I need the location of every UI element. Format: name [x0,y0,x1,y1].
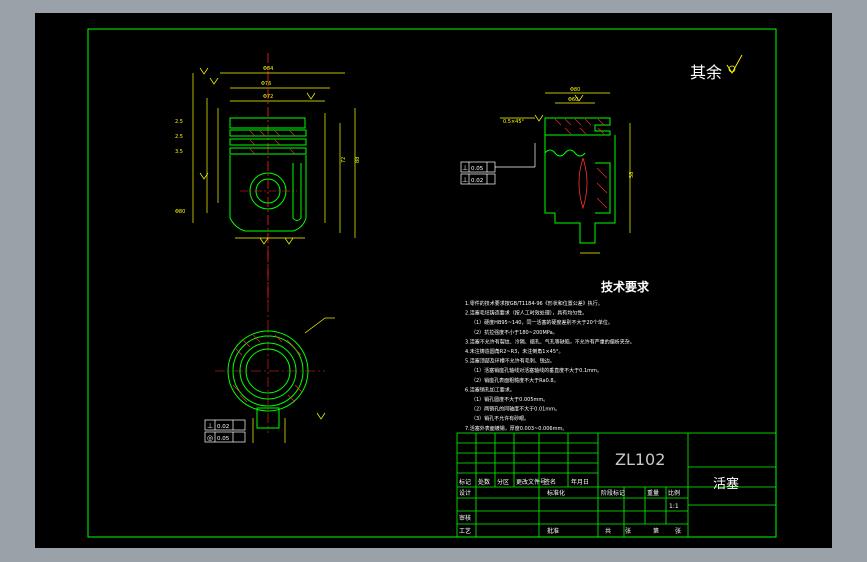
tech-requirement-line: （1）硬度HB95~140，同一活塞的硬度差别不大于20个单位。 [471,319,613,326]
svg-text:58: 58 [629,172,635,178]
svg-text:88: 88 [355,157,361,163]
tech-requirement-line: （2）两销孔的同轴度不大于0.01mm。 [471,406,560,413]
tb-label-sheets-2: 张 [675,527,681,535]
roughness-note: 其余 [690,54,743,82]
tech-requirement-line: 2.活塞毛坯铸造要求（按人工时效处理），具有均匀性。 [465,310,587,317]
frame-symbol-2: ◎ [207,434,213,442]
svg-text:Φ80: Φ80 [175,209,185,215]
tb-label-sheet-no: 第 [653,527,659,535]
feature-frames-left: ⊥ 0.02 ◎ 0.05 [204,419,246,443]
right-frame-value-2: 0.02 [471,178,483,184]
tb-scale-value: 1:1 [669,503,679,510]
tb-label-review: 审核 [459,514,471,522]
tech-requirement-line: （1）活塞销座孔轴线对活塞轴线的垂直度不大于0.1mm。 [471,367,602,374]
tb-label-stage: 阶段标记 [601,489,625,497]
section-view [215,317,335,443]
svg-text:72: 72 [341,157,347,163]
right-frame-value-1: 0.05 [471,166,484,172]
frame-symbol-1: ⊥ [207,422,213,430]
svg-text:Φ76: Φ76 [261,81,271,87]
roughness-note-text: 其余 [690,63,722,82]
frame-value-1: 0.02 [217,424,229,430]
tech-requirement-line: （3）销孔不允许有砂眼。 [471,415,529,422]
tech-requirement-line: 5.活塞顶部及环槽不允许有毛刺、锐边。 [465,358,555,365]
tech-requirement-line: 1.零件的技术要求按GB/T1184-96《形状和位置公差》执行。 [465,300,603,307]
main-view: Φ84 Φ76 Φ72 2.5 2.5 3.5 Φ80 72 88 [175,53,361,303]
svg-text:Φ84: Φ84 [263,66,273,72]
tb-label-total: 共 [605,527,611,535]
tb-label-approve: 批准 [547,527,559,535]
tb-label-count: 处数 [478,478,490,486]
tb-label-sheets-1: 张 [625,527,631,535]
detail-view: Φ80 Φ60 58 0.5×45° ⊥ 0.05 [460,87,635,254]
frame-value-2: 0.05 [217,436,230,442]
svg-text:2.5: 2.5 [175,119,183,125]
tb-label-standard: 标准化 [547,489,565,497]
tech-requirement-line: 4.未注铸造圆角R2~R3，未注倒角1×45°。 [465,348,564,355]
svg-text:0.5×45°: 0.5×45° [503,119,525,125]
drawing-svg: Φ84 Φ76 Φ72 2.5 2.5 3.5 Φ80 72 88 [87,28,777,538]
tb-label-date: 年月日 [571,478,589,486]
tech-requirement-line: （2）抗拉强度不小于180~200MPa。 [471,329,558,336]
tech-requirement-line: 7.活塞外表面镀锡，厚度0.003~0.006mm。 [465,425,567,432]
svg-text:Φ80: Φ80 [570,87,580,93]
tb-label-sign: 签名 [544,478,556,486]
tech-requirements: 技术要求 1.零件的技术要求按GB/T1184-96《形状和位置公差》执行。 2.… [465,279,650,432]
title-block: ZL102 活塞 标记 处数 分区 更改文件号 签名 年月日 设计 审核 工艺 … [456,432,777,538]
part-name: 活塞 [713,476,739,492]
tb-label-change: 更改文件号 [516,478,546,486]
sheet-border [87,28,777,538]
svg-text:Φ72: Φ72 [263,94,273,100]
right-frame-symbol-2: ⊥ [462,176,468,184]
tech-requirement-line: 3.活塞不允许有裂纹、冷隔、缩孔、气孔等缺陷，不允许有严重的偏析夹杂。 [465,338,635,345]
tb-label-design: 设计 [459,489,471,497]
tb-label-scale: 比例 [668,489,680,497]
right-frame-symbol-1: ⊥ [462,164,468,172]
tb-label-zone: 分区 [497,478,509,486]
drawing-number: ZL102 [615,450,665,469]
drawing-canvas[interactable]: Φ84 Φ76 Φ72 2.5 2.5 3.5 Φ80 72 88 [35,13,832,548]
tech-title: 技术要求 [601,279,650,294]
tech-requirement-line: （2）销座孔表面粗糙度不大于Ra0.8。 [471,377,559,384]
tech-requirement-line: 6.活塞销孔加工要求。 [465,386,515,393]
svg-text:2.5: 2.5 [175,134,183,140]
tb-label-mark: 标记 [459,478,471,486]
svg-text:Φ60: Φ60 [568,97,578,103]
tb-label-process: 工艺 [459,527,471,535]
tech-requirement-line: （1）销孔圆度不大于0.005mm。 [471,396,548,403]
tb-label-weight: 重量 [647,489,659,497]
svg-text:3.5: 3.5 [175,149,183,155]
